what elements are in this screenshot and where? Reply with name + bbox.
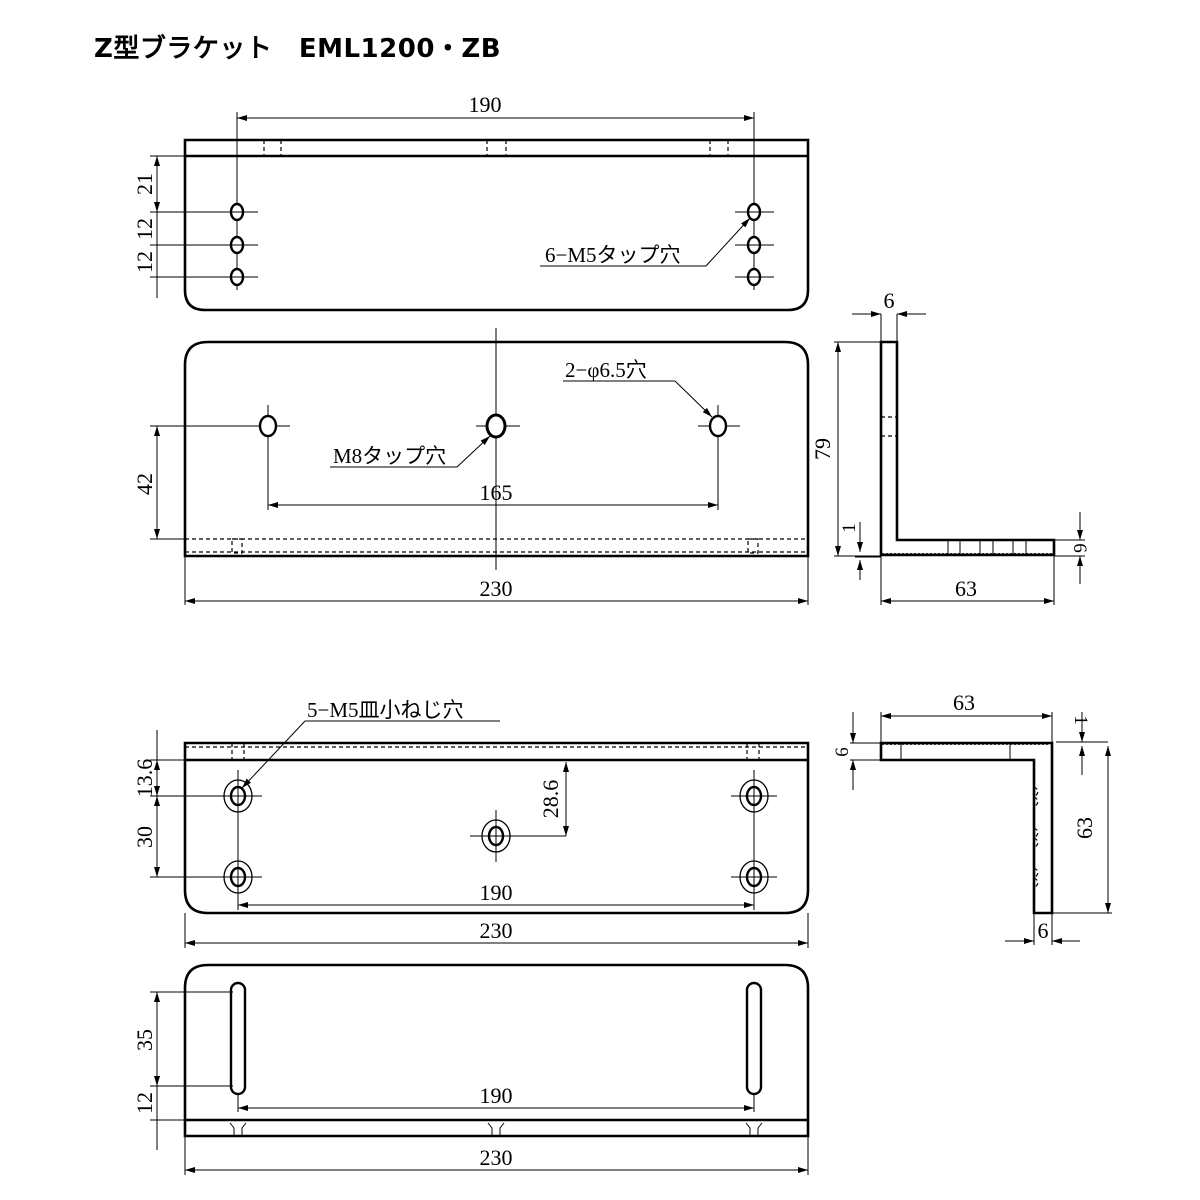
dim-width-230: 230 (480, 918, 513, 943)
dim-height-63: 63 (1072, 817, 1097, 839)
dim-height-79: 79 (810, 438, 835, 460)
dim-slot-offset-12: 12 (132, 1092, 157, 1114)
dim-slot-spacing-190: 190 (480, 1083, 513, 1108)
dim-pitch-1: 12 (132, 218, 157, 240)
dim-thickness-bottom: 6 (1038, 918, 1049, 943)
dim-hole-height: 42 (132, 473, 157, 495)
dim-hole-spacing-165: 165 (480, 480, 513, 505)
dim-edge-to-hole: 21 (132, 173, 157, 195)
bottom-plate-view: 35 12 190 230 (132, 963, 810, 1175)
dim-flange-thickness: 6 (1069, 543, 1090, 553)
m8-tapped-hole-icon (485, 413, 507, 439)
slot-icon (745, 981, 763, 1096)
note-hole-6-5: 2−φ6.5穴 (565, 358, 647, 382)
dim-pitch-30: 30 (132, 826, 157, 848)
m5-tapped-hole-icon (229, 202, 762, 287)
drawing-title: Z型ブラケット EML1200・ZB (94, 34, 502, 64)
dim-hole-spacing-190: 190 (480, 880, 513, 905)
dim-offset-1: 1 (839, 523, 860, 533)
lower-plate-view: 13.6 30 28.6 190 230 5−M5皿小ねじ穴 (132, 698, 810, 948)
dim-flange-length: 63 (955, 576, 977, 601)
hole-6-5-icon (708, 414, 728, 438)
hole-6-5-icon (258, 414, 278, 438)
dim-flange-length-63: 63 (953, 690, 975, 715)
side-profile-upper-view: 6 79 1 6 63 (810, 288, 1090, 605)
front-plate-view: 42 165 230 M8タップ穴 2−φ6.5穴 (132, 328, 810, 605)
dim-width-230: 230 (480, 1145, 513, 1170)
slot-icon (229, 981, 247, 1096)
dim-hole-spacing: 190 (469, 92, 502, 117)
top-plate-view: 190 21 12 12 6−M5タップ穴 (132, 92, 810, 312)
side-profile-lower-view: 63 6 1 63 6 (832, 690, 1112, 945)
dim-width-230: 230 (480, 576, 513, 601)
dim-pitch-2: 12 (132, 251, 157, 273)
dim-thickness-top: 6 (884, 288, 895, 313)
note-m5-countersunk: 5−M5皿小ねじ穴 (307, 698, 464, 722)
dim-flange-thickness-6: 6 (832, 747, 853, 757)
dim-offset-1: 1 (1070, 715, 1091, 725)
dim-slot-length-35: 35 (132, 1029, 157, 1051)
note-m5-tapped: 6−M5タップ穴 (545, 243, 681, 267)
note-m8-tapped: M8タップ穴 (333, 444, 446, 468)
dim-edge-to-hole-13-6: 13.6 (132, 759, 157, 798)
dim-center-hole-28-6: 28.6 (538, 780, 563, 819)
